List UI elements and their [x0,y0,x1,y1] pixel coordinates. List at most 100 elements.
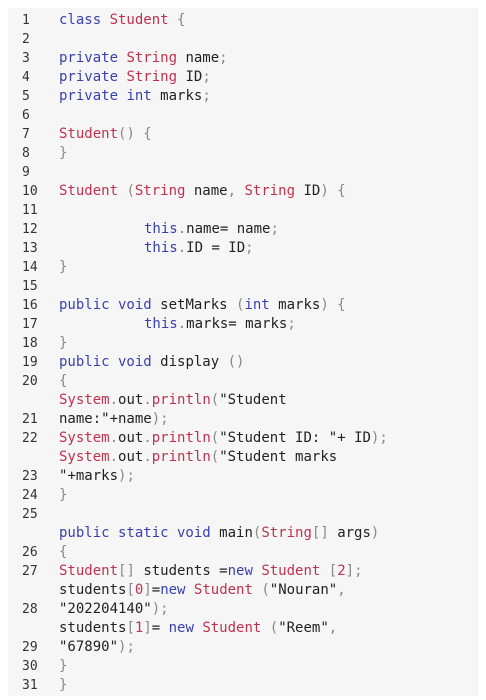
code-token: String [261,525,312,541]
code-line: 23 "+marks); [8,467,478,486]
code-token: . [109,392,119,408]
code-token: ( [210,430,220,446]
line-number: 13 [22,241,38,256]
code-token: " [59,468,68,484]
code-token: display [160,354,228,370]
code-token: Student [261,563,321,579]
code-text: students[1]= new Student ("Reem", [59,619,337,638]
line-number: 28 [22,602,38,617]
code-token: ) { [320,297,346,313]
code-token: out [118,430,144,446]
code-line: 20{ [8,372,478,391]
code-line: System.out.println("Student marks [8,448,478,467]
code-token: = [151,582,161,598]
line-number: 14 [22,260,38,275]
code-token: ); [118,468,135,484]
line-number: 10 [22,184,38,199]
code-text: System.out.println("Student [59,391,287,410]
code-token: new [227,563,262,579]
code-token: [] [311,525,338,541]
code-line: 15 [8,277,478,296]
line-number: 22 [22,431,38,446]
code-line: 14} [8,258,478,277]
code-token: ( [210,449,220,465]
code-token: ); [370,430,388,446]
code-token: "Student [219,392,287,408]
code-token: marks= marks [186,316,288,332]
code-token: } [59,335,68,351]
code-token: String [126,69,178,85]
code-line: 18} [8,334,478,353]
code-text: "202204140"); [59,600,169,619]
code-text: class Student { [59,11,185,30]
code-line: 9 [8,163,478,182]
code-token: ; [202,69,211,85]
code-token: new [168,620,203,636]
line-number: 23 [22,469,38,484]
line-number: 12 [22,222,38,237]
code-text: students[0]=new Student ("Nouran", [59,581,346,600]
code-token: println [151,449,211,465]
code-text: System.out.println("Student ID: "+ ID); [59,429,388,448]
code-token: students = [143,563,228,579]
line-number: 1 [22,13,30,28]
code-token: ); [151,601,169,617]
code-token: ] [143,582,152,598]
code-token: public void [59,354,161,370]
code-token: , [227,183,245,199]
code-token: Student [59,183,119,199]
code-text: this.ID = ID; [144,239,254,258]
code-token: this [144,316,178,332]
code-line: 25 [8,505,478,524]
code-line: 30} [8,657,478,676]
line-number: 3 [22,51,30,66]
code-token: } [59,658,68,674]
code-text: private String name; [59,49,228,68]
code-line: 26{ [8,543,478,562]
code-token: name [185,183,228,199]
line-number: 26 [22,545,38,560]
code-token: { [59,373,68,389]
code-token: name:" [59,411,110,427]
code-token: ) [370,525,380,541]
code-text: { [59,372,67,391]
code-token: } [59,677,68,693]
code-token: +name [109,411,152,427]
code-token: out [118,392,144,408]
code-text: "67890"); [59,638,135,657]
code-token: +marks [67,468,119,484]
code-line: 2 [8,30,478,49]
code-token: ( [236,297,245,313]
code-token: . [143,392,152,408]
code-token: "Reem" [278,620,329,636]
code-token: ID [177,69,203,85]
code-line: 29"67890"); [8,638,478,657]
code-token: () [227,354,245,370]
code-token: ; [202,88,211,104]
line-number: 21 [22,412,38,427]
line-number: 15 [22,279,38,294]
code-token: int [244,297,270,313]
code-token: String [126,50,178,66]
code-token: { [168,12,186,28]
code-token: public void [59,297,161,313]
code-text: "+marks); [59,467,135,486]
code-token: [] [118,563,144,579]
code-token: Student [59,563,119,579]
code-token: public static void [59,525,220,541]
code-token: . [143,430,152,446]
code-token: ); [118,639,135,655]
code-token: . [109,430,119,446]
code-token: private [59,88,127,104]
code-token: 0 [134,582,144,598]
code-token: Student [59,126,119,142]
code-line: 31} [8,676,478,695]
code-token: ID [295,183,321,199]
code-token: println [151,392,211,408]
